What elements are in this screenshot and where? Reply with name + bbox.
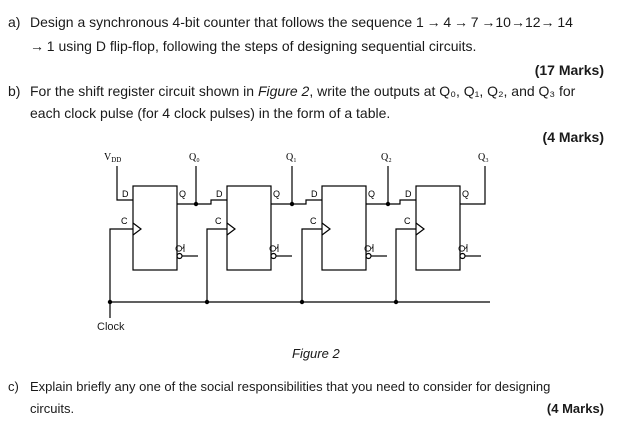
flip-flop-0 bbox=[132, 185, 178, 271]
clock-bus bbox=[109, 228, 133, 318]
vdd-wire bbox=[116, 166, 133, 201]
ff2-d-label: D bbox=[311, 189, 318, 199]
ff2-q-label: Q bbox=[368, 189, 375, 199]
ff0-q-label: Q bbox=[179, 189, 186, 199]
q2-output-label: Q₂ bbox=[381, 152, 392, 163]
flip-flop-2 bbox=[321, 185, 367, 271]
q2-wire bbox=[366, 199, 416, 205]
flip-flop-1 bbox=[226, 185, 272, 271]
vdd-label: VDD bbox=[104, 152, 121, 164]
ff0-c-label: C bbox=[121, 216, 128, 226]
part-c-line-1: Explain briefly any one of the social re… bbox=[30, 379, 551, 394]
part-b-figure-ref: Figure 2 bbox=[257, 83, 310, 99]
part-b-label: b) bbox=[8, 83, 21, 99]
vdd-main: V bbox=[104, 152, 112, 163]
q1-wire bbox=[271, 199, 322, 205]
figure-caption: Figure 2 bbox=[292, 346, 340, 361]
vdd-sub: DD bbox=[111, 156, 121, 164]
q3-output-label: Q₃ bbox=[478, 152, 489, 163]
part-a-line-1: Design a synchronous 4-bit counter that … bbox=[30, 14, 573, 30]
clock-label: Clock bbox=[97, 321, 125, 333]
ff1-q-label: Q bbox=[273, 189, 280, 199]
part-a-label: a) bbox=[8, 14, 21, 30]
q0-output-label: Q₀ bbox=[189, 152, 200, 163]
ff1-d-label: D bbox=[216, 189, 223, 199]
part-c-label: c) bbox=[8, 379, 19, 394]
ff2-qbar-label: Q bbox=[363, 245, 373, 252]
flip-flop-3 bbox=[415, 185, 461, 271]
part-b-marks: (4 Marks) bbox=[542, 129, 604, 145]
part-b-line-2: each clock pulse (for 4 clock pulses) in… bbox=[30, 105, 391, 121]
ff3-qbar-label: Q bbox=[457, 245, 467, 252]
part-a-marks: (17 Marks) bbox=[534, 62, 604, 78]
q3-wire bbox=[460, 166, 486, 205]
q1-output-label: Q₁ bbox=[286, 152, 297, 163]
ff3-d-label: D bbox=[405, 189, 412, 199]
part-c-line-2: circuits. bbox=[30, 401, 75, 416]
ff3-c-label: C bbox=[404, 216, 411, 226]
part-b-line-1-pre: For the shift register circuit shown in bbox=[30, 83, 258, 99]
ff1-c-label: C bbox=[215, 216, 222, 226]
ff3-q-label: Q bbox=[462, 189, 469, 199]
ff0-qbar-label: Q bbox=[174, 245, 184, 252]
ff0-d-label: D bbox=[122, 189, 129, 199]
part-c-marks: (4 Marks) bbox=[546, 401, 604, 416]
part-a-line-2: → 1 using D flip-flop, following the ste… bbox=[30, 38, 477, 54]
ff1-qbar-label: Q bbox=[268, 245, 278, 252]
ff2-c-label: C bbox=[310, 216, 317, 226]
part-b-line-1-post: , write the outputs at Q₀, Q₁, Q₂, and Q… bbox=[309, 83, 576, 99]
q0-wire bbox=[177, 199, 227, 205]
part-b-line-1: For the shift register circuit shown in … bbox=[30, 83, 575, 99]
